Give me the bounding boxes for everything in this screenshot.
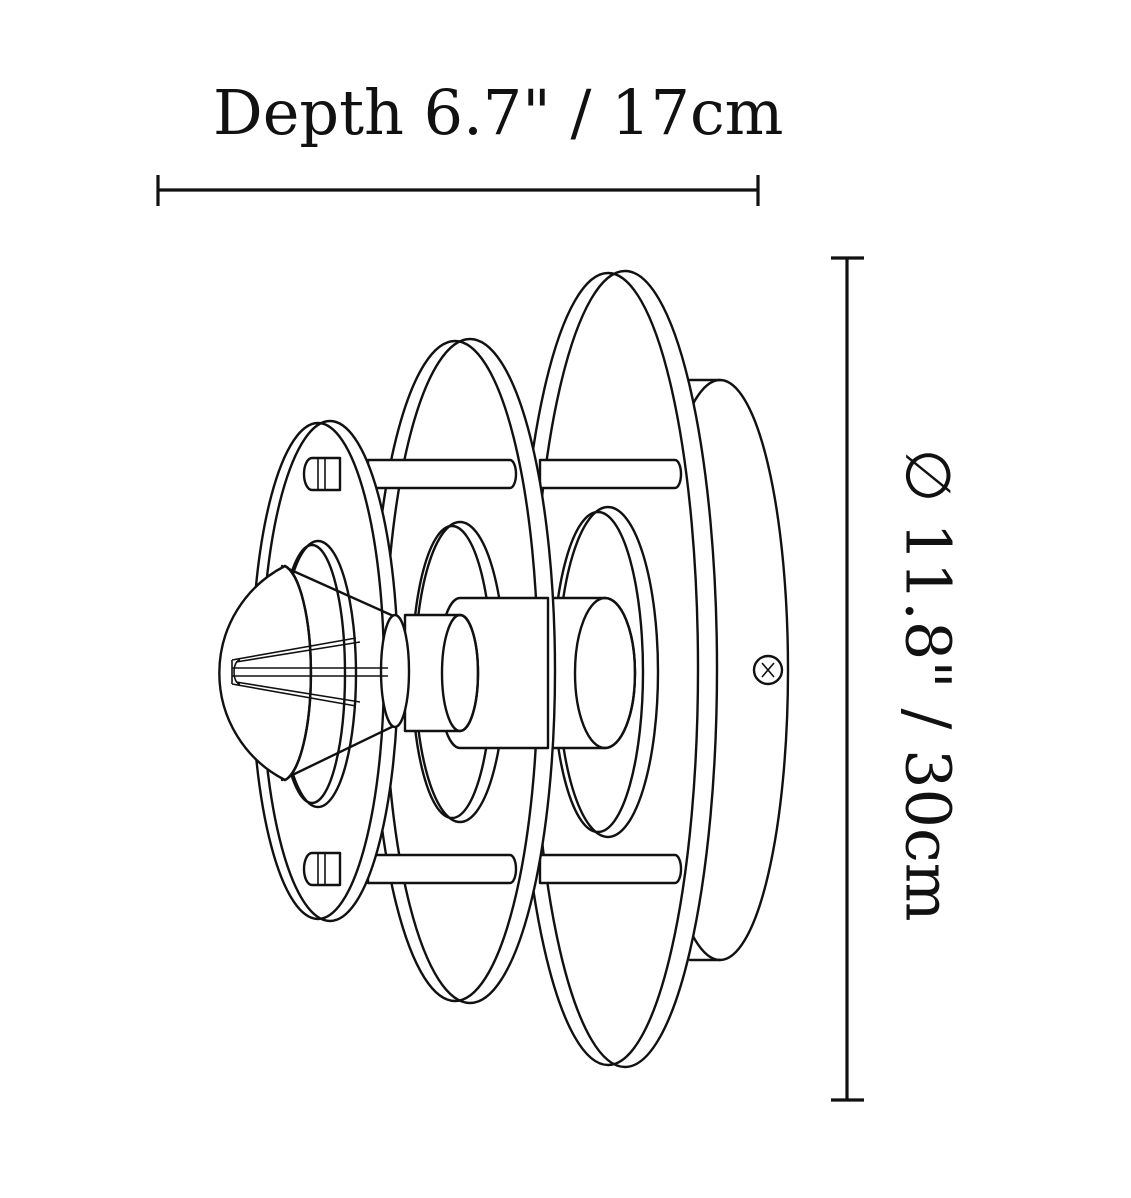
- screw-icon: [752, 654, 784, 686]
- depth-dimension-label: Depth 6.7" / 17cm: [213, 76, 784, 149]
- socket-cylinder-middle: [403, 596, 550, 750]
- rods-front: [366, 458, 518, 885]
- diameter-dimension-line: [831, 256, 864, 1102]
- rod-caps: [302, 456, 342, 887]
- rods-back: [538, 458, 683, 885]
- depth-dimension-line: [156, 175, 760, 206]
- bulb-icon: [218, 564, 411, 782]
